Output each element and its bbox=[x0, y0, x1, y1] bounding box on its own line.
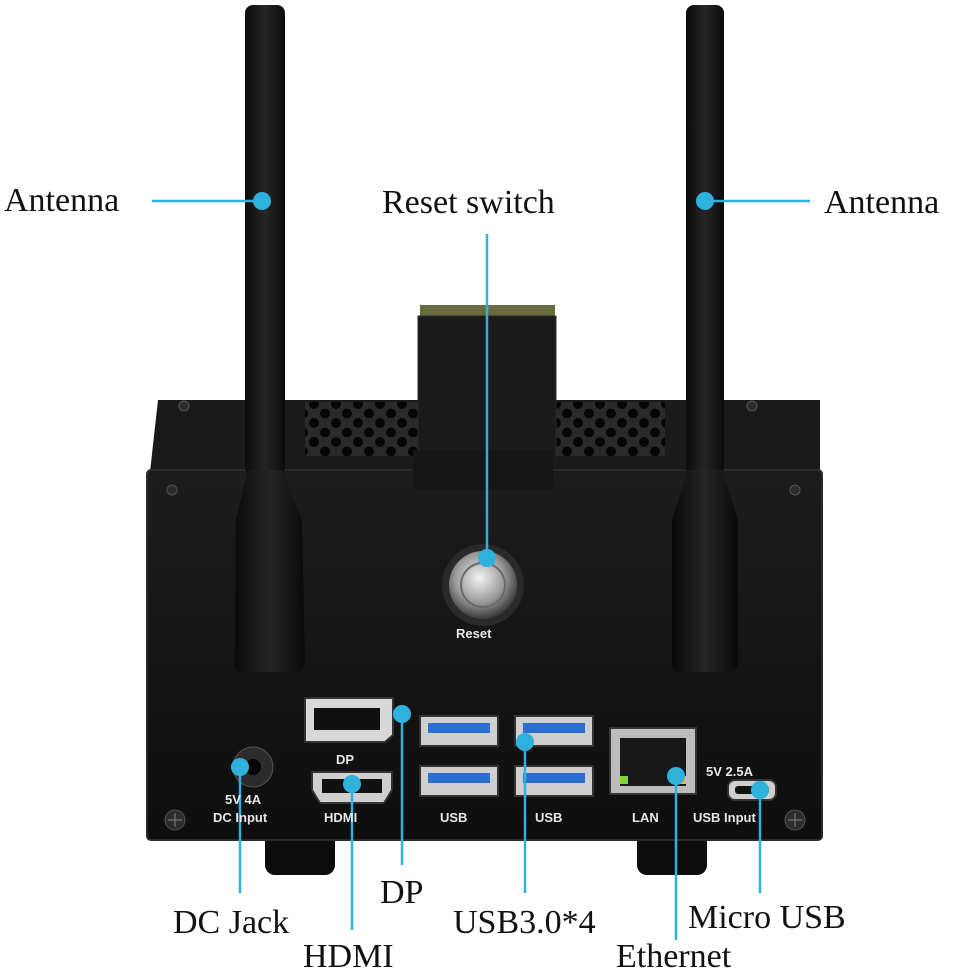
usb-ports bbox=[419, 715, 594, 797]
screws bbox=[164, 400, 806, 831]
antenna-right-base bbox=[672, 470, 738, 672]
callout-hdmi: HDMI bbox=[303, 938, 394, 975]
callout-usb: USB3.0*4 bbox=[453, 904, 596, 941]
callout-micro-usb: Micro USB bbox=[688, 899, 846, 936]
dp-silk-label: DP bbox=[336, 752, 355, 767]
callout-lines bbox=[152, 199, 810, 940]
usb-silk-label-left: USB bbox=[440, 810, 468, 825]
callout-reset-switch: Reset switch bbox=[382, 184, 555, 221]
hdmi-silk-label: HDMI bbox=[324, 810, 358, 825]
callout-antenna-right: Antenna bbox=[824, 184, 940, 221]
reset-button bbox=[449, 551, 517, 619]
callout-dp: DP bbox=[380, 874, 424, 911]
antenna-left-whip bbox=[245, 5, 285, 475]
usb-silk-label-right: USB bbox=[535, 810, 563, 825]
antenna-left-base bbox=[235, 470, 305, 672]
foot-right bbox=[637, 830, 707, 875]
antenna-right-whip bbox=[686, 5, 724, 475]
dc-silk-label-line2: DC Input bbox=[213, 810, 268, 825]
reset-silk-label: Reset bbox=[456, 626, 492, 641]
usb-input-silk-label-line2: USB Input bbox=[693, 810, 756, 825]
lan-silk-label: LAN bbox=[632, 810, 659, 825]
reset-bracket-base bbox=[413, 450, 553, 490]
usb-input-silk-label-line1: 5V 2.5A bbox=[706, 764, 753, 779]
callout-antenna-left: Antenna bbox=[4, 182, 120, 219]
callout-dots bbox=[231, 192, 769, 799]
callout-ethernet: Ethernet bbox=[616, 938, 732, 975]
foot-left bbox=[265, 830, 335, 875]
callout-dc-jack: DC Jack bbox=[173, 904, 290, 941]
dc-silk-label-line1: 5V 4A bbox=[225, 792, 262, 807]
